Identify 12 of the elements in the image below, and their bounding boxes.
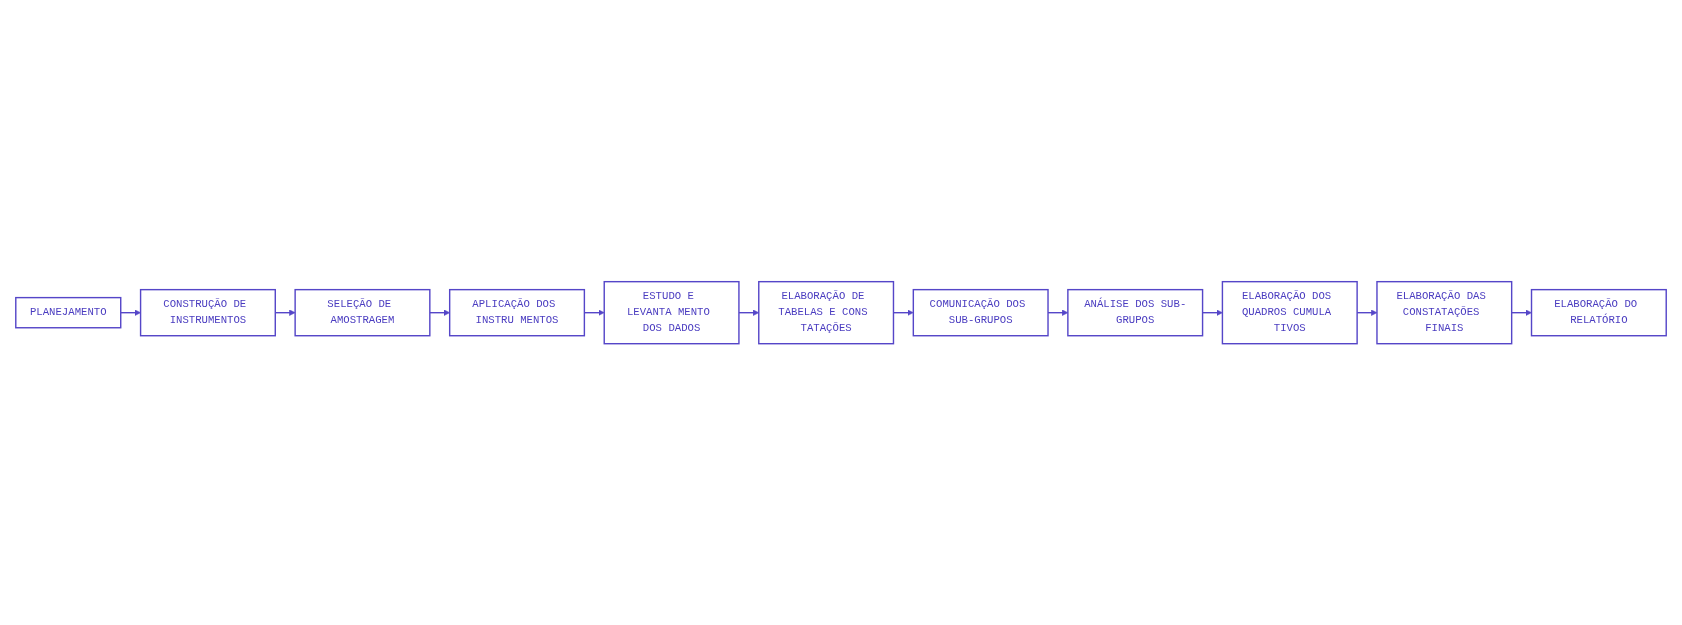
node-box: PLANEJAMENTO bbox=[15, 296, 122, 329]
node-box: APLICAÇÃO DOS INSTRU MENTOS bbox=[448, 288, 586, 337]
node-box: ELABORAÇÃO DO RELATÓRIO bbox=[1530, 288, 1667, 337]
node-box: CONSTRUÇÃO DE INSTRUMENTOS bbox=[139, 288, 276, 337]
arrow bbox=[120, 309, 141, 316]
node-box: COMUNICAÇÃO DOS SUB-GRUPOS bbox=[912, 288, 1049, 337]
node-box: ELABORAÇÃO DE TABELAS E CONS TATAÇÕES bbox=[758, 280, 895, 345]
node-box: ELABORAÇÃO DAS CONSTATAÇÕES FINAIS bbox=[1376, 280, 1513, 345]
node-box: ANÁLISE DOS SUB-GRUPOS bbox=[1067, 288, 1204, 337]
node-box: ELABORAÇÃO DOS QUADROS CUMULA TIVOS bbox=[1221, 280, 1358, 345]
node-box: SELEÇÃO DE AMOSTRAGEM bbox=[294, 288, 431, 337]
node-box: ESTUDO E LEVANTA MENTO DOS DADOS bbox=[603, 280, 740, 345]
